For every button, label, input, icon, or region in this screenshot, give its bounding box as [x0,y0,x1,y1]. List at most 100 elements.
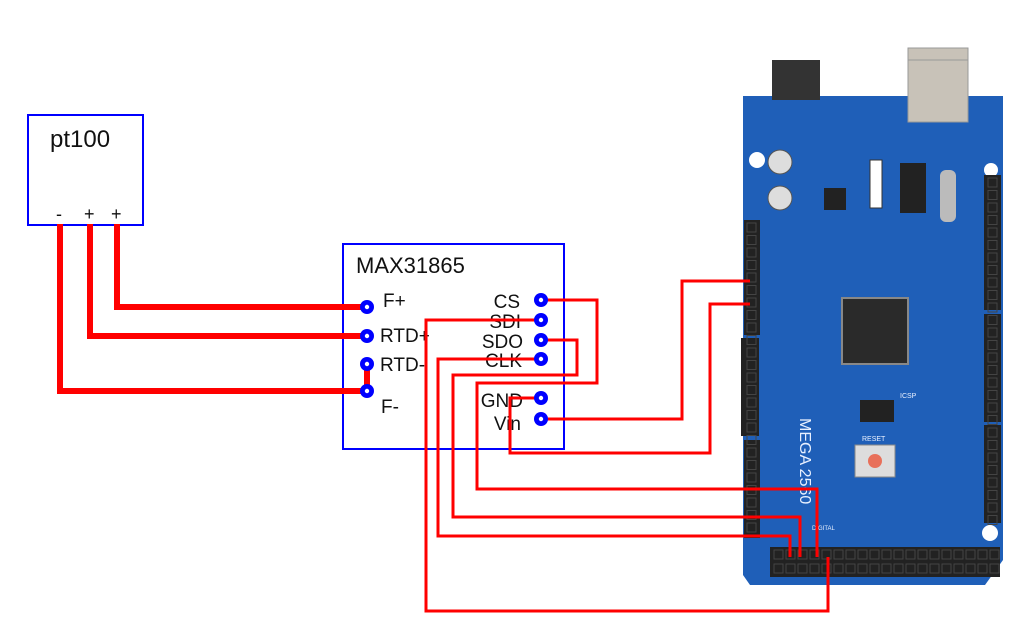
wire-vin [541,279,750,421]
header-pin [893,549,904,560]
double-digital-header [770,547,1000,577]
arduino-mega-board: ICSP RESET MEGA 2560 DIGITAL [741,47,1003,585]
pin-hole [538,297,544,303]
header-pin [746,510,757,520]
usb-port-top [907,59,969,123]
wire-clk [436,357,792,557]
header-pin [746,322,757,333]
header-pin [987,377,998,388]
header-pin [987,190,998,200]
pin-hole [364,388,370,394]
pin-label-vin: Vin [494,414,521,435]
pin-hole [538,356,544,362]
header-pin [746,410,757,420]
header-pin [987,265,998,275]
header-pin [987,227,998,238]
header-pin [869,549,880,560]
pt100-pin-minus: - [56,204,62,224]
header-pin [869,563,880,574]
atmega2560-chip [841,297,909,365]
board-name: MEGA 2560 [796,418,813,504]
header-pin [746,460,757,470]
header-pin [905,563,916,574]
icsp-header [860,400,894,422]
header-pin [987,215,998,225]
header-pin [917,563,928,574]
pin-label-rtd-plus: RTD+ [380,326,430,347]
wire-sdi [424,318,830,613]
header-pin [941,549,952,560]
capacitor [767,185,793,211]
header-pin [989,563,1000,574]
pin-label-f-minus: F- [381,397,399,418]
pin-hole [538,317,544,323]
mount-hole [984,163,998,177]
header-pin [987,302,998,313]
pin-hole [364,304,370,310]
header-pin [987,490,998,500]
header-pin [987,252,998,263]
header-pin [773,563,784,574]
header-pin [797,549,808,560]
header-pin [746,397,757,408]
header-pin [987,465,998,475]
reset-label: RESET [862,436,886,443]
header-pin [746,272,757,283]
header-pin [905,549,916,560]
header-pin [773,549,784,560]
wire-pt100-minus-to-f-minus [57,224,367,394]
header-pin [987,502,998,513]
header-pin [965,549,976,560]
header-pin [987,365,998,375]
digital-header-2 [984,314,1001,422]
header-pin [929,549,940,560]
header-pin [987,340,998,350]
wire-gnd [508,302,750,455]
header-pin [785,563,796,574]
header-pin [987,440,998,450]
digital-label: DIGITAL [812,526,836,532]
header-pin [857,563,868,574]
header-pin [987,327,998,338]
header-pin [987,427,998,438]
capacitor [767,149,793,175]
header-pin [987,177,998,188]
header-pin [977,563,988,574]
header-pin [987,477,998,488]
regulator-chip [824,188,846,210]
header-pin [987,415,998,425]
pt100-pin-plus-2: + [111,204,122,224]
header-pins [746,177,1000,574]
pin-label-gnd: GND [481,391,523,412]
reset-button[interactable] [854,444,896,478]
usb-chip [900,163,926,213]
dc-jack-top [772,60,820,100]
header-pin [953,563,964,574]
module-pins [360,293,548,426]
power-header [744,220,760,335]
pin-label-f-plus: F+ [383,291,406,312]
header-pin [987,352,998,363]
header-pin [845,563,856,574]
pin-hole [538,395,544,401]
header-pin [881,549,892,560]
reset-button-cap[interactable] [868,454,882,468]
pin-hole [538,416,544,422]
header-pin [797,563,808,574]
pin-hole [538,337,544,343]
pt100-sensor-box [27,114,144,226]
wire-pt100-plus-to-f-plus [114,224,367,310]
analog-header [741,338,759,436]
header-pin [746,247,757,258]
header-pin [987,402,998,413]
header-pin [746,285,757,295]
header-pin [893,563,904,574]
header-pin [989,549,1000,560]
header-pin [987,277,998,288]
pin-hole [364,361,370,367]
header-pin [746,335,757,345]
mount-hole [982,525,998,541]
pin-label-rtd-minus: RTD- [380,355,425,376]
header-pin [746,422,757,433]
header-pin [987,202,998,213]
